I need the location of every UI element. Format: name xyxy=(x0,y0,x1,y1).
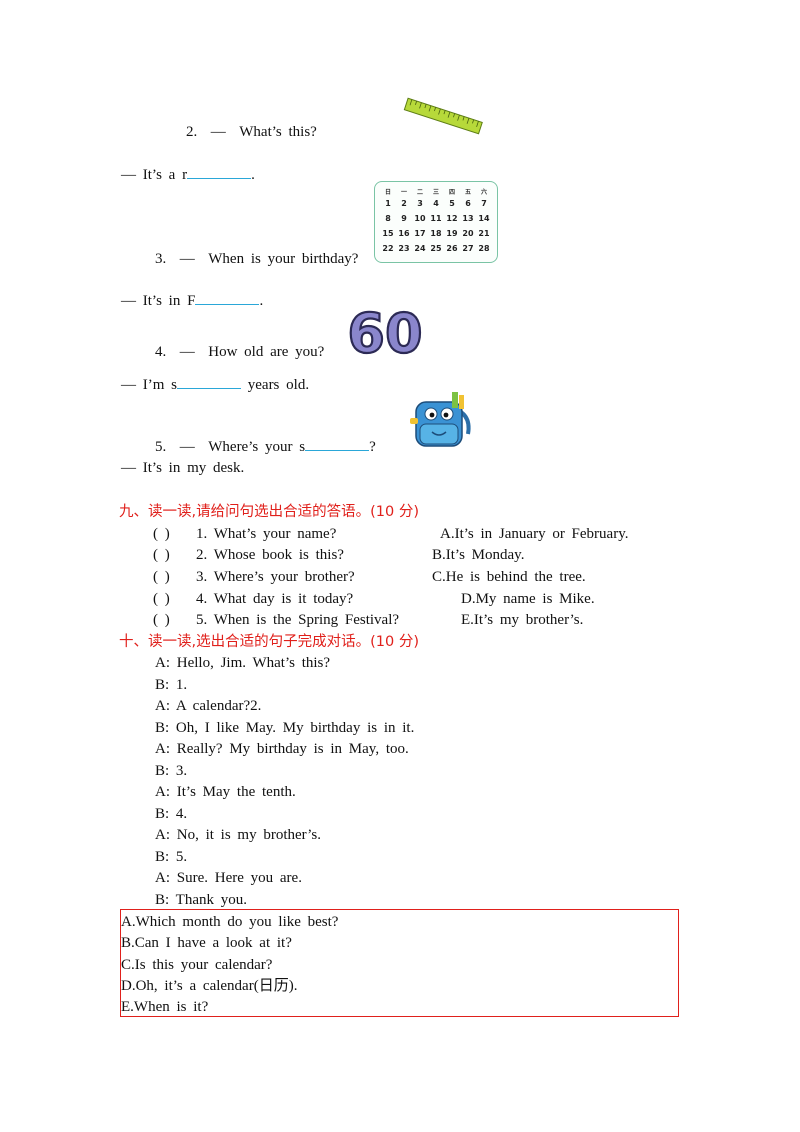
q2-question: 2. — What’s this? xyxy=(186,124,317,140)
s9-question-5: 5. When is the Spring Festival? xyxy=(196,612,400,628)
calendar-cell: 22 xyxy=(382,244,394,253)
calendar-cell: 28 xyxy=(478,244,490,253)
option-d: D.Oh, it’s a calendar(日历). xyxy=(121,978,298,994)
calendar-cell: 日 xyxy=(384,189,391,196)
s9-question-2: 2. Whose book is this? xyxy=(196,547,344,563)
dialogue-line: A: Really? My birthday is in May, too. xyxy=(155,741,409,757)
calendar-cell: 六 xyxy=(480,189,487,196)
s9-question-1: 1. What’s your name? xyxy=(196,526,337,542)
calendar-cell: 24 xyxy=(414,244,426,253)
calendar-cell: 26 xyxy=(446,244,458,253)
s9-paren-1[interactable]: ( ) xyxy=(153,526,170,542)
calendar-cell: 2 xyxy=(401,199,407,208)
calendar-cell: 7 xyxy=(481,199,487,208)
calendar-cell: 20 xyxy=(462,229,474,238)
calendar-cell: 5 xyxy=(449,199,455,208)
answer-blank[interactable] xyxy=(177,374,241,389)
s9-question-3: 3. Where’s your brother? xyxy=(196,569,355,585)
calendar-cell: 14 xyxy=(478,214,490,223)
dialogue-line: B: 5. xyxy=(155,849,188,865)
calendar-cell: 23 xyxy=(398,244,410,253)
calendar-cell: 二 xyxy=(416,189,423,196)
calendar-cell: 18 xyxy=(430,229,442,238)
s9-question-4: 4. What day is it today? xyxy=(196,591,354,607)
dialogue-line: A: Sure. Here you are. xyxy=(155,870,302,886)
q4-answer: — I’m s years old. xyxy=(121,374,309,394)
options-box xyxy=(120,909,679,1017)
dialogue-line: A: A calendar?2. xyxy=(155,698,262,714)
s9-paren-4[interactable]: ( ) xyxy=(153,591,170,607)
q5-question: 5. — Where’s your s? xyxy=(155,436,376,456)
calendar-cell: 11 xyxy=(430,214,442,223)
dialogue-line: B: 1. xyxy=(155,677,188,693)
number-sixty-picture: 60 xyxy=(346,304,423,360)
s9-paren-3[interactable]: ( ) xyxy=(153,569,170,585)
s9-paren-5[interactable]: ( ) xyxy=(153,612,170,628)
dialogue-line: B: Oh, I like May. My birthday is in it. xyxy=(155,720,415,736)
calendar-cell: 10 xyxy=(414,214,426,223)
section9-heading: 九、读一读,请给问句选出合适的答语。(10 分) xyxy=(119,504,419,520)
q5-answer: — It’s in my desk. xyxy=(121,460,245,476)
calendar-cell: 3 xyxy=(417,199,423,208)
calendar-cell: 25 xyxy=(430,244,442,253)
s9-paren-2[interactable]: ( ) xyxy=(153,547,170,563)
dialogue-line: A: Hello, Jim. What’s this? xyxy=(155,655,331,671)
dialogue-line: A: No, it is my brother’s. xyxy=(155,827,321,843)
calendar-cell: 6 xyxy=(465,199,471,208)
calendar-cell: 19 xyxy=(446,229,458,238)
s9-answer-b: B.It’s Monday. xyxy=(432,547,525,563)
calendar-cell: 四 xyxy=(448,189,455,196)
s9-answer-a: A.It’s in January or February. xyxy=(440,526,629,542)
calendar-cell: 15 xyxy=(382,229,394,238)
calendar-cell: 一 xyxy=(400,189,407,196)
q3-answer: — It’s in F. xyxy=(121,290,263,310)
schoolbag-picture xyxy=(410,392,471,447)
calendar-cell: 21 xyxy=(478,229,490,238)
calendar-cell: 12 xyxy=(446,214,458,223)
option-e: E.When is it? xyxy=(121,999,209,1015)
dialogue-line: B: 3. xyxy=(155,763,188,779)
q3-question: 3. — When is your birthday? xyxy=(155,251,359,267)
calendar-cell: 三 xyxy=(432,189,439,196)
dialogue-line: B: Thank you. xyxy=(155,892,247,908)
s9-answer-c: C.He is behind the tree. xyxy=(432,569,586,585)
section10-heading: 十、读一读,选出合适的句子完成对话。(10 分) xyxy=(119,634,419,650)
svg-text:60: 60 xyxy=(347,304,422,360)
calendar-cell: 13 xyxy=(462,214,474,223)
option-a: A.Which month do you like best? xyxy=(121,914,339,930)
s9-answer-d: D.My name is Mike. xyxy=(461,591,595,607)
q4-question: 4. — How old are you? xyxy=(155,344,325,360)
option-b: B.Can I have a look at it? xyxy=(121,935,292,951)
calendar-cell: 1 xyxy=(385,199,391,208)
s9-answer-e: E.It’s my brother’s. xyxy=(461,612,584,628)
answer-blank[interactable] xyxy=(305,436,370,451)
calendar-cell: 9 xyxy=(401,214,407,223)
option-c: C.Is this your calendar? xyxy=(121,957,273,973)
calendar-cell: 16 xyxy=(398,229,410,238)
calendar-cell: 8 xyxy=(385,214,391,223)
dialogue-line: A: It’s May the tenth. xyxy=(155,784,296,800)
q2-answer: — It’s a r. xyxy=(121,164,255,184)
calendar-cell: 27 xyxy=(462,244,474,253)
ruler-picture xyxy=(403,97,483,135)
calendar-cell: 4 xyxy=(433,199,439,208)
dialogue-line: B: 4. xyxy=(155,806,188,822)
calendar-cell: 17 xyxy=(414,229,426,238)
answer-blank[interactable] xyxy=(187,164,252,179)
answer-blank[interactable] xyxy=(195,290,260,305)
calendar-cell: 五 xyxy=(464,189,471,196)
